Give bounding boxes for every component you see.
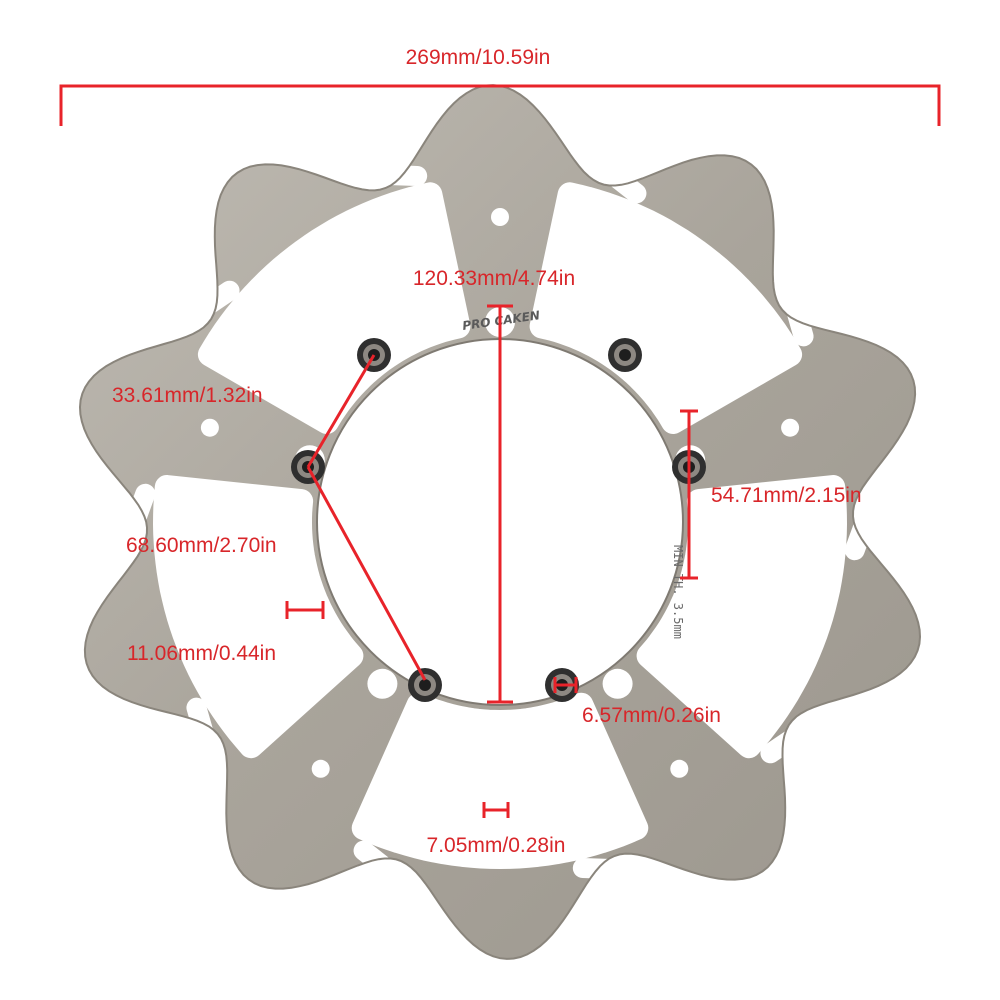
bolt-center	[419, 679, 431, 691]
bolt-center	[619, 349, 631, 361]
bolt-spacing-short-label: 33.61mm/1.32in	[112, 384, 263, 407]
mount-circle-dimension: 120.33mm/4.74in	[413, 267, 575, 704]
bolt-spacing-right-label: 54.71mm/2.15in	[711, 484, 862, 507]
bolt-spacing-long-label: 68.60mm/2.70in	[126, 534, 277, 557]
bolt-spacing-short-dimension: 33.61mm/1.32in	[112, 354, 376, 468]
slot-width-dimension: 11.06mm/0.44in	[127, 601, 325, 665]
overall-diameter-dimension: 269mm/10.59in	[59, 46, 941, 126]
bolt-spacing-right-dimension: 54.71mm/2.15in	[680, 409, 862, 580]
min-thickness-stamp: MIN TH. 3.5mm	[671, 545, 685, 639]
overall-diameter-label: 269mm/10.59in	[406, 46, 551, 69]
bolt-hole-label: 6.57mm/0.26in	[582, 704, 721, 727]
bolt-spacing-long-dimension: 68.60mm/2.70in	[126, 466, 427, 681]
bolt-hole-dimension: 6.57mm/0.26in	[553, 677, 721, 727]
small-hole-label: 7.05mm/0.28in	[427, 834, 566, 857]
mount-circle-label: 120.33mm/4.74in	[413, 267, 575, 290]
slot-width-label: 11.06mm/0.44in	[127, 642, 276, 665]
small-hole-dimension: 7.05mm/0.28in	[427, 802, 566, 857]
